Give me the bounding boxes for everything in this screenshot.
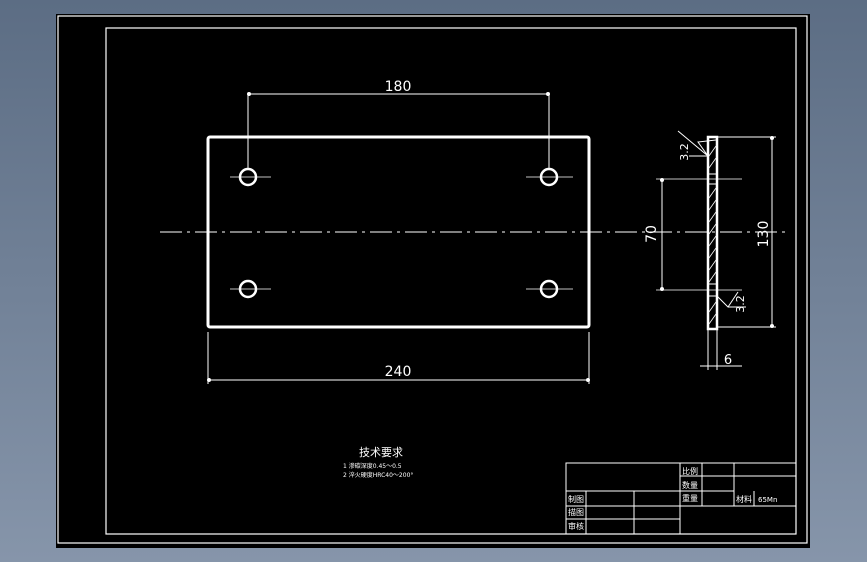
drawn-label: 制图 xyxy=(568,494,584,504)
inner-frame xyxy=(105,27,797,535)
side-view xyxy=(656,135,742,331)
dimension-plate-length: 240 xyxy=(207,332,590,384)
outer-frame xyxy=(57,15,808,544)
roughness-symbol-top: 3.2 xyxy=(677,130,717,161)
traced-label: 描图 xyxy=(568,507,584,517)
quantity-label: 数量 xyxy=(682,480,698,490)
material-label: 材料 xyxy=(736,494,752,504)
dimension-thickness: 6 xyxy=(700,329,742,370)
hole-top-right xyxy=(526,167,573,187)
dimension-130-label: 130 xyxy=(756,221,772,248)
plate-outline xyxy=(206,135,591,329)
hole-bottom-left xyxy=(230,279,271,299)
weight-label: 重量 xyxy=(682,493,698,503)
dimension-6-label: 6 xyxy=(724,353,732,368)
svg-text:3.2: 3.2 xyxy=(678,143,691,161)
dimension-240-label: 240 xyxy=(385,364,412,380)
hole-bottom-right xyxy=(526,279,573,299)
material-value: 65Mn xyxy=(758,496,777,504)
scale-label: 比例 xyxy=(682,466,698,476)
technical-notes: 技术要求 1 渗碳深度0.45～0.5 2 淬火硬度HRC40～200° xyxy=(343,446,413,479)
hole-top-left xyxy=(230,167,271,187)
dimension-70-label: 70 xyxy=(644,225,660,243)
cad-viewport[interactable]: 180 240 xyxy=(56,14,810,548)
notes-heading: 技术要求 xyxy=(359,446,403,459)
dimension-180-label: 180 xyxy=(385,79,412,95)
dimension-hole-spacing: 180 xyxy=(247,79,550,169)
dimension-vertical-spacing: 70 xyxy=(644,178,664,291)
title-block xyxy=(565,462,797,535)
checked-label: 审核 xyxy=(568,521,584,531)
notes-line-1: 1 渗碳深度0.45～0.5 xyxy=(343,462,402,470)
notes-line-2: 2 淬火硬度HRC40～200° xyxy=(343,471,413,479)
svg-text:3.2: 3.2 xyxy=(734,295,747,313)
dimension-plate-width: 130 xyxy=(718,136,776,328)
drawing-canvas: 180 240 xyxy=(57,15,808,544)
roughness-symbol-bottom: 3.2 xyxy=(716,291,747,313)
